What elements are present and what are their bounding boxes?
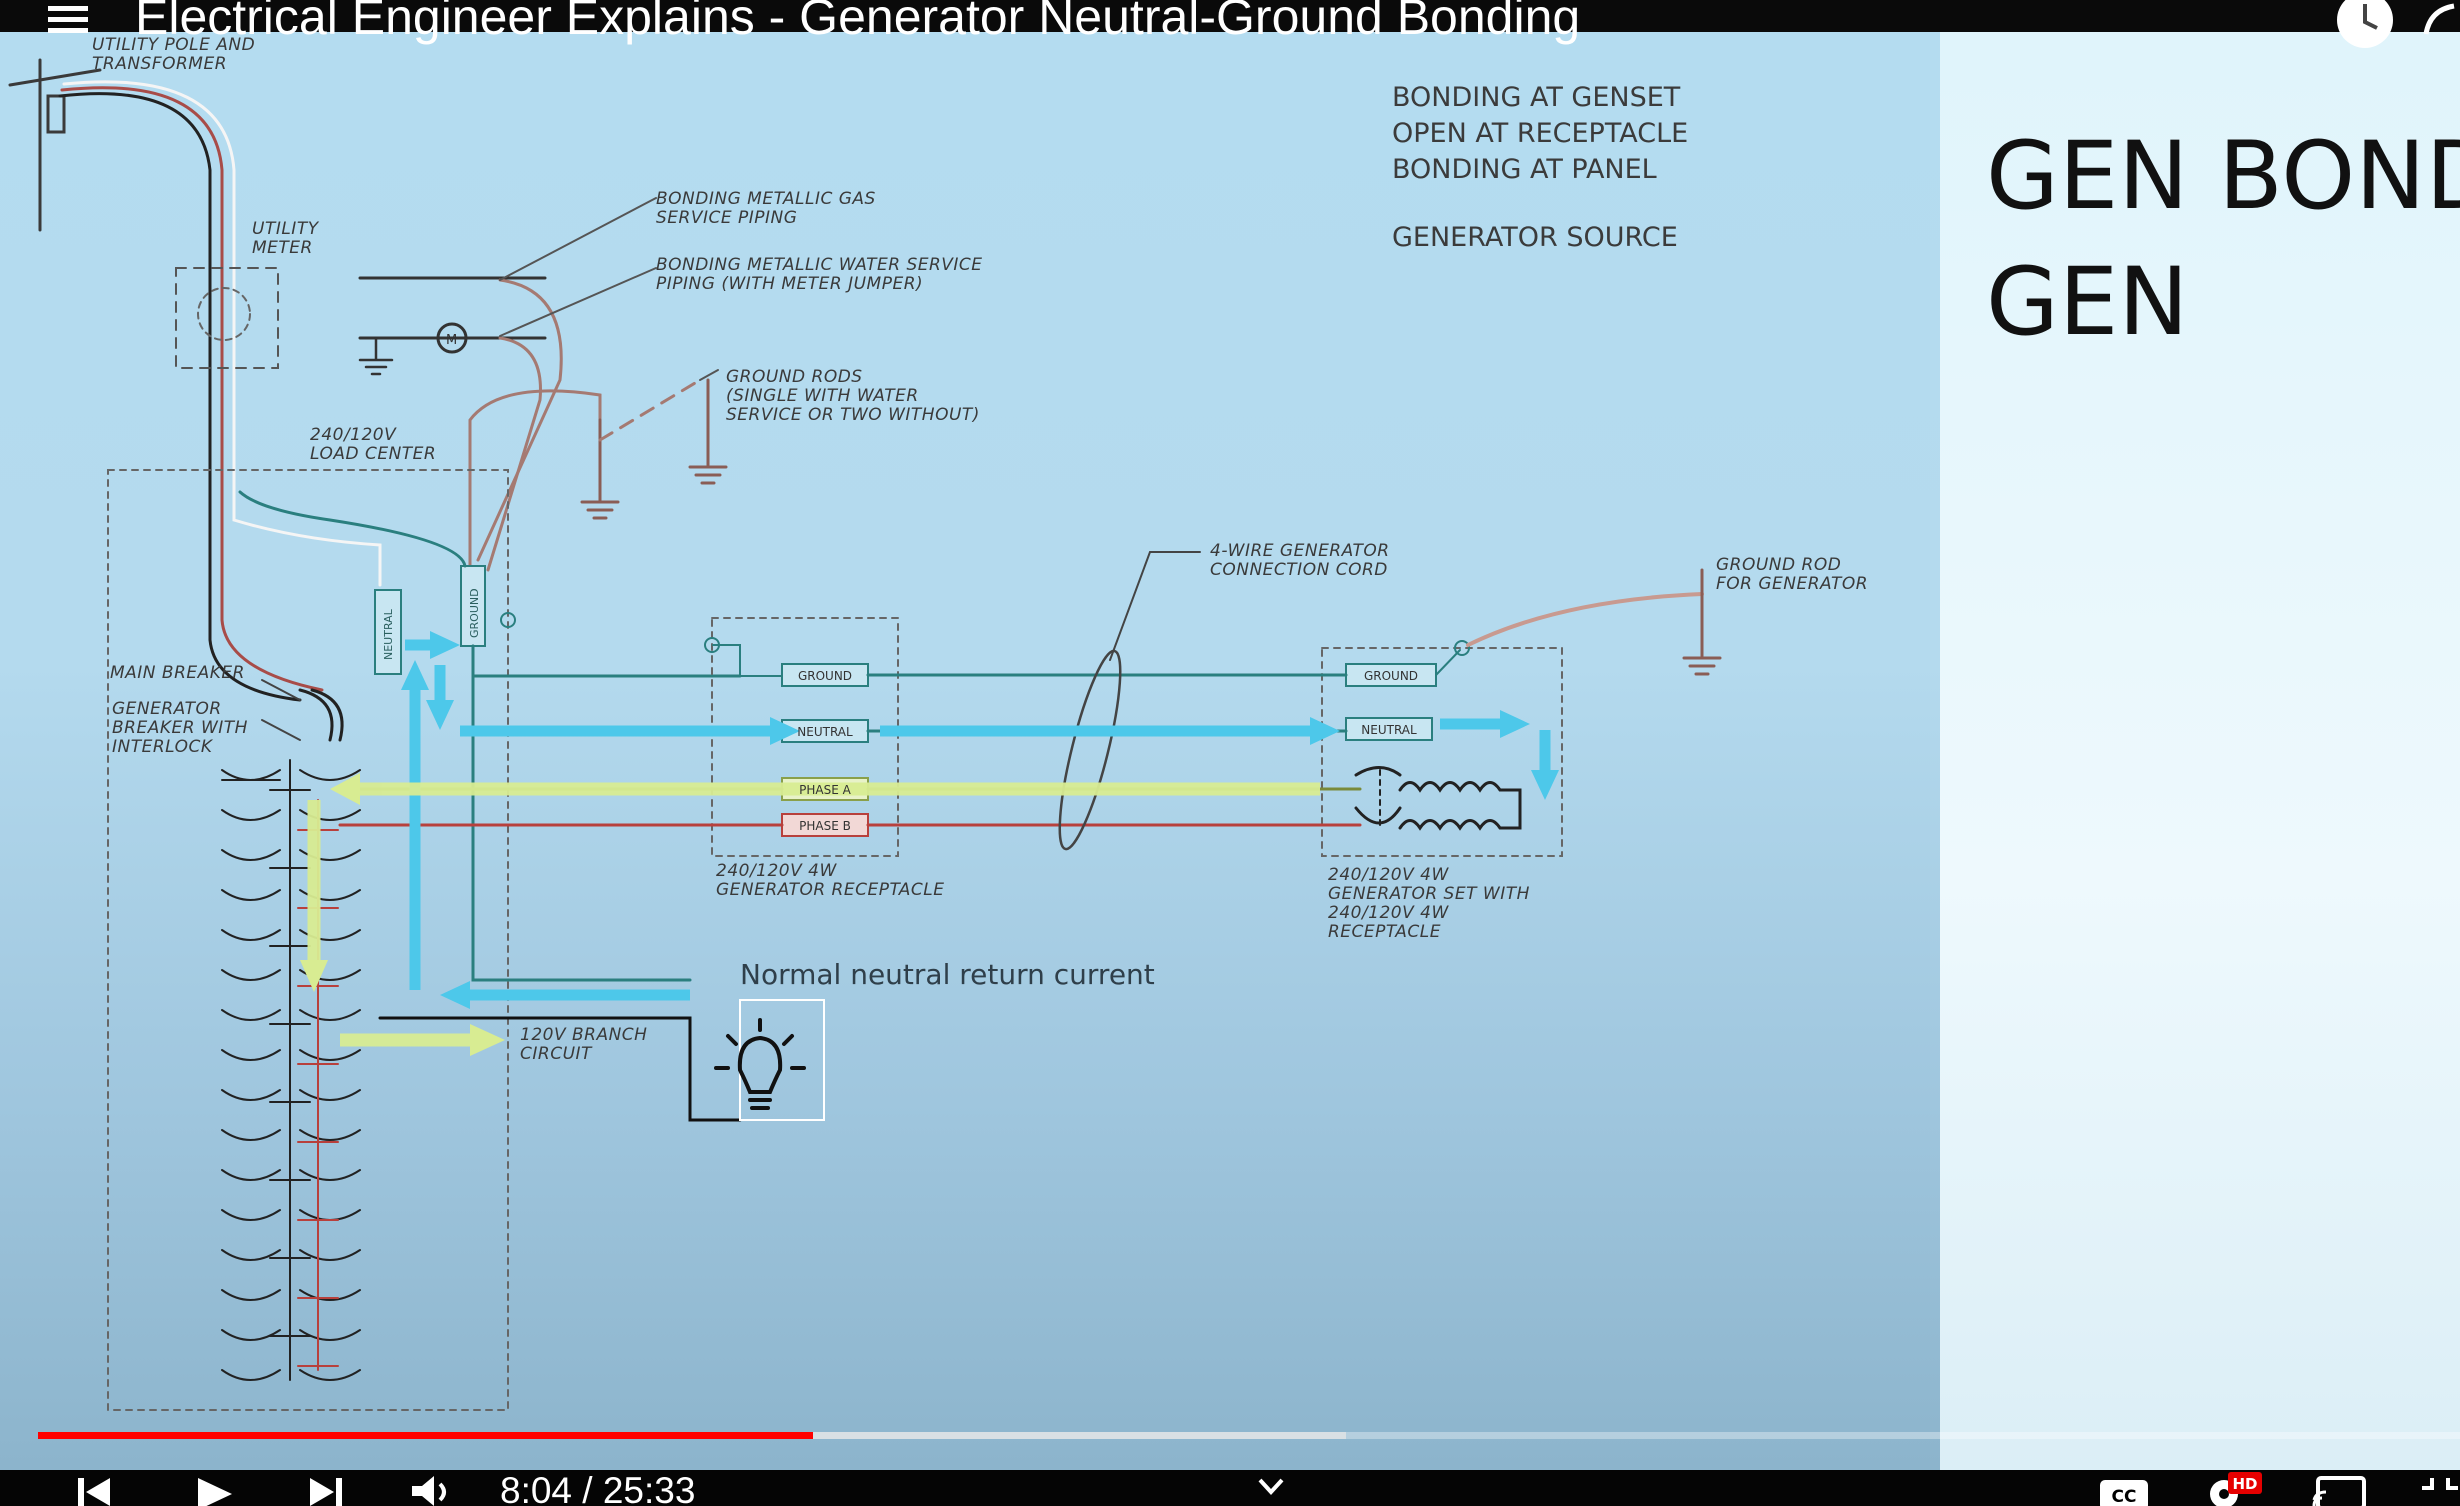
watch-later-icon[interactable] — [2335, 0, 2395, 50]
ground-bar-label: GROUND — [468, 588, 481, 638]
water-meter-icon — [436, 322, 468, 354]
note-open-receptacle: OPEN AT RECEPTACLE — [1392, 118, 1689, 149]
note-generator-source: GENERATOR SOURCE — [1392, 222, 1678, 253]
slide-title-line2: GEN — [1986, 248, 2189, 357]
genset-ground-label: GROUND — [1364, 669, 1418, 683]
note-bonding-genset: BONDING AT GENSET — [1392, 82, 1681, 113]
receptacle-phase-a-label: PHASE A — [799, 783, 851, 797]
receptacle-neutral-label: NEUTRAL — [797, 725, 853, 739]
receptacle-phase-b-label: PHASE B — [799, 819, 851, 833]
genset-neutral-label: NEUTRAL — [1361, 723, 1417, 737]
label-generator-receptacle: 240/120V 4W GENERATOR RECEPTACLE — [716, 861, 945, 900]
ground-symbol-icon — [358, 336, 394, 376]
play-icon[interactable] — [194, 1476, 234, 1506]
light-bulb-icon — [714, 1018, 806, 1110]
label-utility-pole: UTILITY POLE AND TRANSFORMER — [92, 35, 256, 74]
ground-rod-icon-2 — [688, 378, 728, 485]
ground-rod-icon — [580, 418, 620, 520]
slide-panel — [1940, 0, 2460, 1470]
menu-icon[interactable] — [44, 2, 92, 38]
label-utility-meter: UTILITY METER — [252, 219, 319, 258]
fullscreen-exit-icon[interactable] — [2420, 1476, 2460, 1506]
label-main-breaker: MAIN BREAKER — [110, 663, 245, 683]
label-load-center: 240/120V LOAD CENTER — [310, 425, 437, 464]
volume-icon[interactable] — [410, 1476, 458, 1506]
cc-label: CC — [2112, 1487, 2137, 1506]
wiring-diagram: NEUTRAL GROUND M GROUND NEUTRAL PHASE A … — [8, 58, 1722, 1411]
label-branch-circuit: 120V BRANCH CIRCUIT — [520, 1025, 648, 1064]
genset-ground-rod-icon — [1682, 568, 1722, 676]
receptacle-ground-label: GROUND — [798, 669, 852, 683]
neutral-bar-label: NEUTRAL — [382, 608, 395, 660]
neutral-current-arrows — [405, 639, 1551, 1001]
diagram-caption: Normal neutral return current — [740, 958, 1155, 991]
video-frame[interactable]: GEN BOND GEN — [0, 0, 2460, 1470]
label-gas-piping: BONDING METALLIC GAS SERVICE PIPING — [656, 189, 876, 228]
note-bonding-panel: BONDING AT PANEL — [1392, 154, 1657, 185]
progress-played — [38, 1432, 813, 1439]
previous-icon[interactable] — [74, 1476, 114, 1506]
phase-current-arrows — [307, 782, 1320, 1047]
label-water-piping: BONDING METALLIC WATER SERVICE PIPING (W… — [656, 255, 983, 294]
label-connection-cord: 4-WIRE GENERATOR CONNECTION CORD — [1210, 541, 1390, 580]
slide-title-line1: GEN BOND — [1986, 122, 2460, 231]
cast-icon[interactable] — [2312, 1476, 2368, 1506]
label-ground-rods: GROUND RODS (SINGLE WITH WATER SERVICE O… — [726, 367, 980, 425]
captions-icon[interactable]: CC — [2098, 1476, 2150, 1506]
player-top-bar — [0, 0, 2460, 32]
chevron-down-icon[interactable] — [1256, 1476, 1286, 1498]
time-display: 8:04 / 25:33 — [500, 1470, 696, 1506]
player-controls — [0, 1470, 2460, 1506]
video-title[interactable]: Electrical Engineer Explains - Generator… — [135, 0, 1581, 45]
label-ground-rod-generator: GROUND ROD FOR GENERATOR — [1716, 555, 1869, 594]
next-icon[interactable] — [306, 1476, 346, 1506]
genset-neutral-terminal — [1345, 717, 1433, 741]
meter-m-label: M — [446, 333, 457, 348]
utility-pole — [8, 58, 102, 232]
label-generator-breaker: GENERATOR BREAKER WITH INTERLOCK — [112, 699, 248, 757]
neutral-bar — [374, 589, 402, 675]
share-icon[interactable] — [2420, 0, 2460, 40]
settings-icon[interactable]: HD — [2206, 1472, 2266, 1506]
hd-badge: HD — [2232, 1475, 2257, 1493]
label-generator-set: 240/120V 4W GENERATOR SET WITH 240/120V … — [1328, 865, 1530, 942]
